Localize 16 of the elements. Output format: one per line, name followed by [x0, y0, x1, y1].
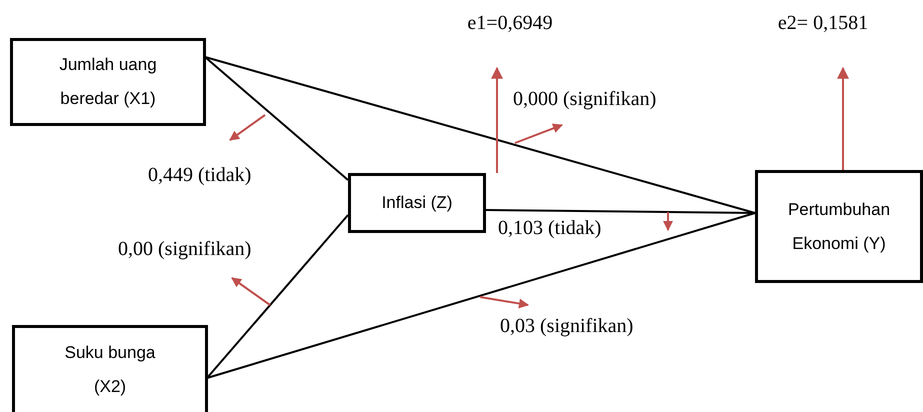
path-line	[204, 56, 349, 181]
error-term-text: e1=0,6949	[445, 8, 575, 38]
path-line	[206, 214, 349, 379]
variable-box	[348, 173, 486, 233]
arrow	[837, 66, 849, 170]
box-label: Jumlah uang beredar (X1)	[58, 54, 158, 110]
box-label: Inflasi (Z)	[382, 192, 452, 214]
arrow	[491, 66, 503, 173]
path-line	[204, 56, 756, 214]
path-line	[206, 212, 756, 379]
box-label: Suku bunga (X2)	[64, 342, 156, 398]
error-term-text: e2= 0,1581	[758, 8, 888, 38]
variable-box	[755, 170, 923, 283]
variable-box	[12, 325, 208, 412]
box-label: Pertumbuhan Ekonomi (Y)	[786, 198, 892, 254]
variable-box	[10, 38, 206, 126]
